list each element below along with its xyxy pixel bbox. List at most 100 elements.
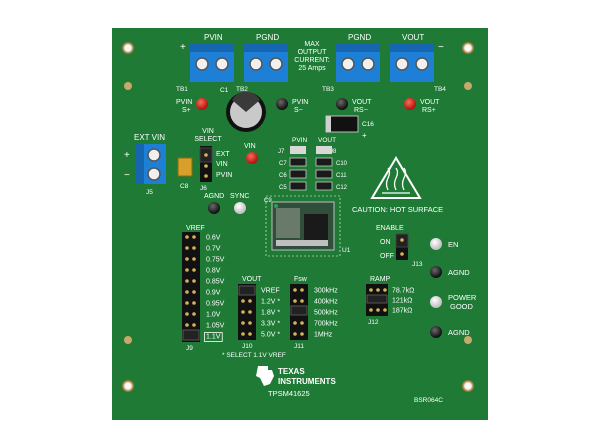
capacitor-c8: [177, 157, 193, 177]
vref-pin: [185, 268, 189, 272]
vref-pin: [192, 235, 196, 239]
label-tb4: TB4: [434, 86, 446, 93]
test-point-vout-rs-minus: [336, 98, 348, 110]
fsw-pin: [300, 299, 304, 303]
label-agnd-right: AGND: [448, 268, 470, 277]
test-point-sync: [234, 202, 246, 214]
label-tb3: TB3: [322, 86, 334, 93]
ramp-option-label: 121kΩ: [392, 298, 412, 305]
vref-pin: [192, 323, 196, 327]
label-c16: C16: [362, 121, 374, 128]
option-pvin: PVIN: [216, 172, 232, 179]
label-tb1: TB1: [176, 86, 188, 93]
vref-1v1-highlight: [204, 332, 223, 342]
fsw-pin: [300, 321, 304, 325]
label-pvin-s-plus-1: PVIN: [176, 99, 192, 106]
vref-option-label: 0.7V: [206, 246, 221, 253]
option-vin: VIN: [216, 161, 228, 168]
test-point-agnd: [208, 202, 220, 214]
vref-option-label: 0.75V: [206, 257, 225, 264]
ramp-pin: [369, 308, 373, 312]
label-c7: C7: [279, 161, 287, 167]
header-j10[interactable]: [238, 284, 256, 340]
vref-option-label: 0.6V: [206, 235, 221, 242]
fsw-pin: [293, 288, 297, 292]
test-point-vout-rs-plus: [404, 98, 416, 110]
header-j9[interactable]: [182, 232, 200, 342]
label-j8: J8: [330, 149, 337, 155]
ramp-pin: [376, 308, 380, 312]
jumper-shunt[interactable]: [182, 329, 200, 341]
label-pgnd-left: PGND: [256, 33, 279, 42]
jumper-j13[interactable]: [395, 233, 409, 260]
label-off: OFF: [380, 253, 394, 260]
vref-pin: [185, 323, 189, 327]
vout-pin: [248, 299, 252, 303]
part-number: TPSM41625: [268, 389, 310, 398]
vref-pin: [185, 257, 189, 261]
vref-pin: [192, 279, 196, 283]
jumper-shunt[interactable]: [238, 285, 256, 296]
max-current-line4: 25 Amps: [298, 65, 326, 72]
fsw-option-label: 400kHz: [314, 299, 338, 306]
label-vout-j8: VOUT: [318, 137, 336, 144]
jumper-j6[interactable]: [199, 146, 213, 182]
label-vout: VOUT: [402, 33, 424, 42]
vref-pin: [192, 268, 196, 272]
ramp-option-label: 78.7kΩ: [392, 288, 414, 295]
test-point-en: [430, 238, 442, 250]
capacitor-array-left: [289, 146, 307, 191]
label-vout-rs-minus-1: VOUT: [352, 99, 372, 106]
vout-option-label: 1.2V *: [261, 299, 280, 306]
terminal-block-pgnd-right: [336, 44, 380, 82]
vref-option-label: 1.1V: [206, 334, 221, 341]
label-pvin-s-minus-1: PVIN: [292, 99, 308, 106]
jumper-shunt[interactable]: [366, 294, 388, 304]
label-fsw-title: Fsw: [294, 276, 308, 283]
label-j5: J5: [146, 189, 153, 196]
brand-instruments: INSTRUMENTS: [278, 377, 336, 386]
plus-sign-c16: +: [362, 131, 367, 140]
ramp-pin: [376, 288, 380, 292]
label-pvin: PVIN: [204, 33, 223, 42]
label-j11: J11: [294, 343, 304, 350]
vref-option-label: 1.05V: [206, 323, 225, 330]
vout-pin: [241, 332, 245, 336]
label-vin-select-2: SELECT: [194, 136, 222, 143]
label-c6: C6: [279, 173, 287, 179]
label-en: EN: [448, 240, 458, 249]
max-current-line3: CURRENT:: [294, 57, 329, 64]
label-vout-rs-plus-2: RS+: [422, 107, 436, 114]
label-vin: VIN: [244, 143, 256, 150]
label-vout-rs-minus-2: RS−: [354, 107, 368, 114]
label-c10: C10: [336, 161, 348, 167]
mounting-hole: [122, 42, 134, 54]
vout-option-label: VREF: [261, 288, 280, 295]
fsw-option-label: 300kHz: [314, 288, 338, 295]
ext-vin-plus: +: [124, 150, 130, 161]
mounting-pad: [464, 336, 472, 344]
brand-texas: TEXAS: [278, 367, 305, 376]
terminal-block-ext-vin: [136, 144, 166, 184]
vref-option-label: 0.8V: [206, 268, 221, 275]
terminal-block-pvin: [190, 44, 234, 82]
vref-pin: [185, 246, 189, 250]
vref-pin: [185, 290, 189, 294]
vout-pin: [241, 299, 245, 303]
fsw-option-label: 500kHz: [314, 310, 338, 317]
jumper-shunt[interactable]: [290, 305, 308, 316]
label-j7: J7: [278, 149, 285, 155]
texas-instruments-logo-icon: [256, 366, 274, 386]
test-point-vin: [246, 152, 258, 164]
vout-pin: [241, 310, 245, 314]
label-pvin-j7: PVIN: [292, 137, 307, 144]
power-module-u1: [271, 201, 335, 251]
vref-pin: [192, 246, 196, 250]
terminal-block-vout: [390, 44, 434, 82]
plus-sign: +: [180, 42, 186, 53]
vout-option-label: 5.0V *: [261, 332, 280, 339]
label-c11: C11: [336, 173, 347, 179]
vref-option-label: 0.95V: [206, 301, 225, 308]
